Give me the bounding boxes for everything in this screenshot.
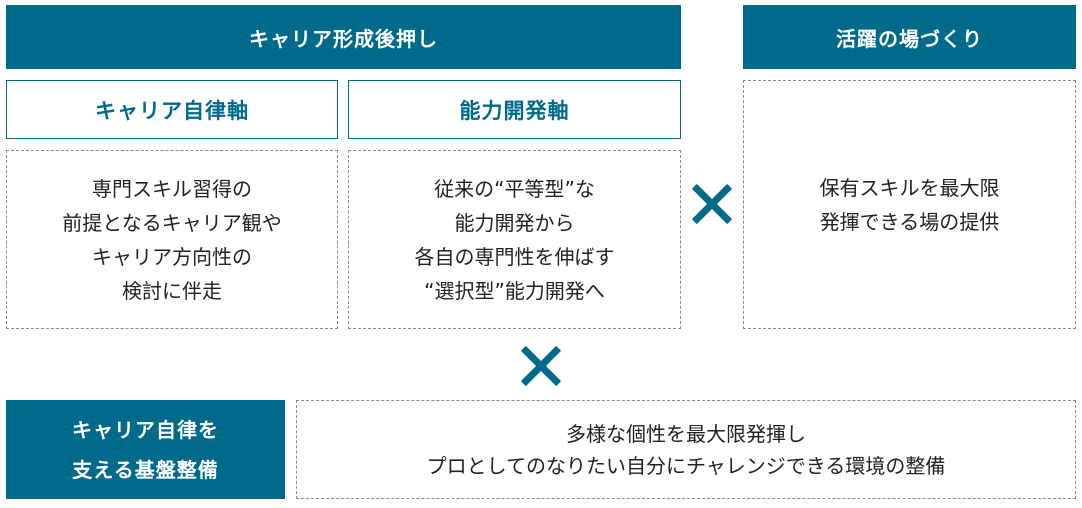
career-autonomy-axis-title: キャリア自律軸: [6, 80, 338, 139]
description-line: 保有スキルを最大限: [819, 175, 1000, 200]
career-support-header: キャリア形成後押し: [6, 5, 681, 69]
skill-development-axis-title: 能力開発軸: [348, 80, 681, 139]
foundation-description-line: 多様な個性を最大限発揮し: [566, 421, 806, 446]
career-autonomy-description: 専門スキル習得の 前提となるキャリア観や キャリア方向性の 検討に伴走: [6, 150, 338, 329]
multiply-icon: [520, 345, 562, 387]
active-field-header: 活躍の場づくり: [743, 5, 1076, 69]
description-line: 前提となるキャリア観や: [62, 210, 282, 235]
description-line: 従来の“平等型”な: [434, 176, 595, 201]
foundation-description-line: プロとしてのなりたい自分にチャレンジできる環境の整備: [426, 453, 946, 478]
description-line: 専門スキル習得の: [92, 176, 252, 201]
skill-development-description: 従来の“平等型”な 能力開発から 各自の専門性を伸ばす “選択型”能力開発へ: [348, 150, 681, 329]
foundation-label-lines: キャリア自律を 支える基盤整備: [72, 410, 219, 490]
foundation-label-line: 支える基盤整備: [72, 457, 219, 482]
skill-development-lines: 従来の“平等型”な 能力開発から 各自の専門性を伸ばす “選択型”能力開発へ: [415, 172, 615, 308]
career-autonomy-lines: 専門スキル習得の 前提となるキャリア観や キャリア方向性の 検討に伴走: [62, 172, 281, 308]
description-line: キャリア方向性の: [92, 244, 252, 269]
description-line: 各自の専門性を伸ばす: [414, 244, 615, 269]
active-field-description: 保有スキルを最大限 発揮できる場の提供: [743, 80, 1076, 329]
foundation-label-line: キャリア自律を: [72, 417, 219, 442]
description-line: “選択型”能力開発へ: [424, 278, 605, 303]
description-line: 発揮できる場の提供: [819, 209, 1000, 234]
foundation-label-box: キャリア自律を 支える基盤整備: [6, 400, 285, 499]
foundation-description-box: 多様な個性を最大限発揮し プロとしてのなりたい自分にチャレンジできる環境の整備: [296, 400, 1076, 499]
foundation-description-lines: 多様な個性を最大限発揮し プロとしてのなりたい自分にチャレンジできる環境の整備: [427, 418, 946, 482]
description-line: 検討に伴走: [122, 278, 222, 303]
description-line: 能力開発から: [454, 210, 575, 235]
multiply-icon: [691, 183, 733, 225]
active-field-lines: 保有スキルを最大限 発揮できる場の提供: [820, 171, 1000, 239]
